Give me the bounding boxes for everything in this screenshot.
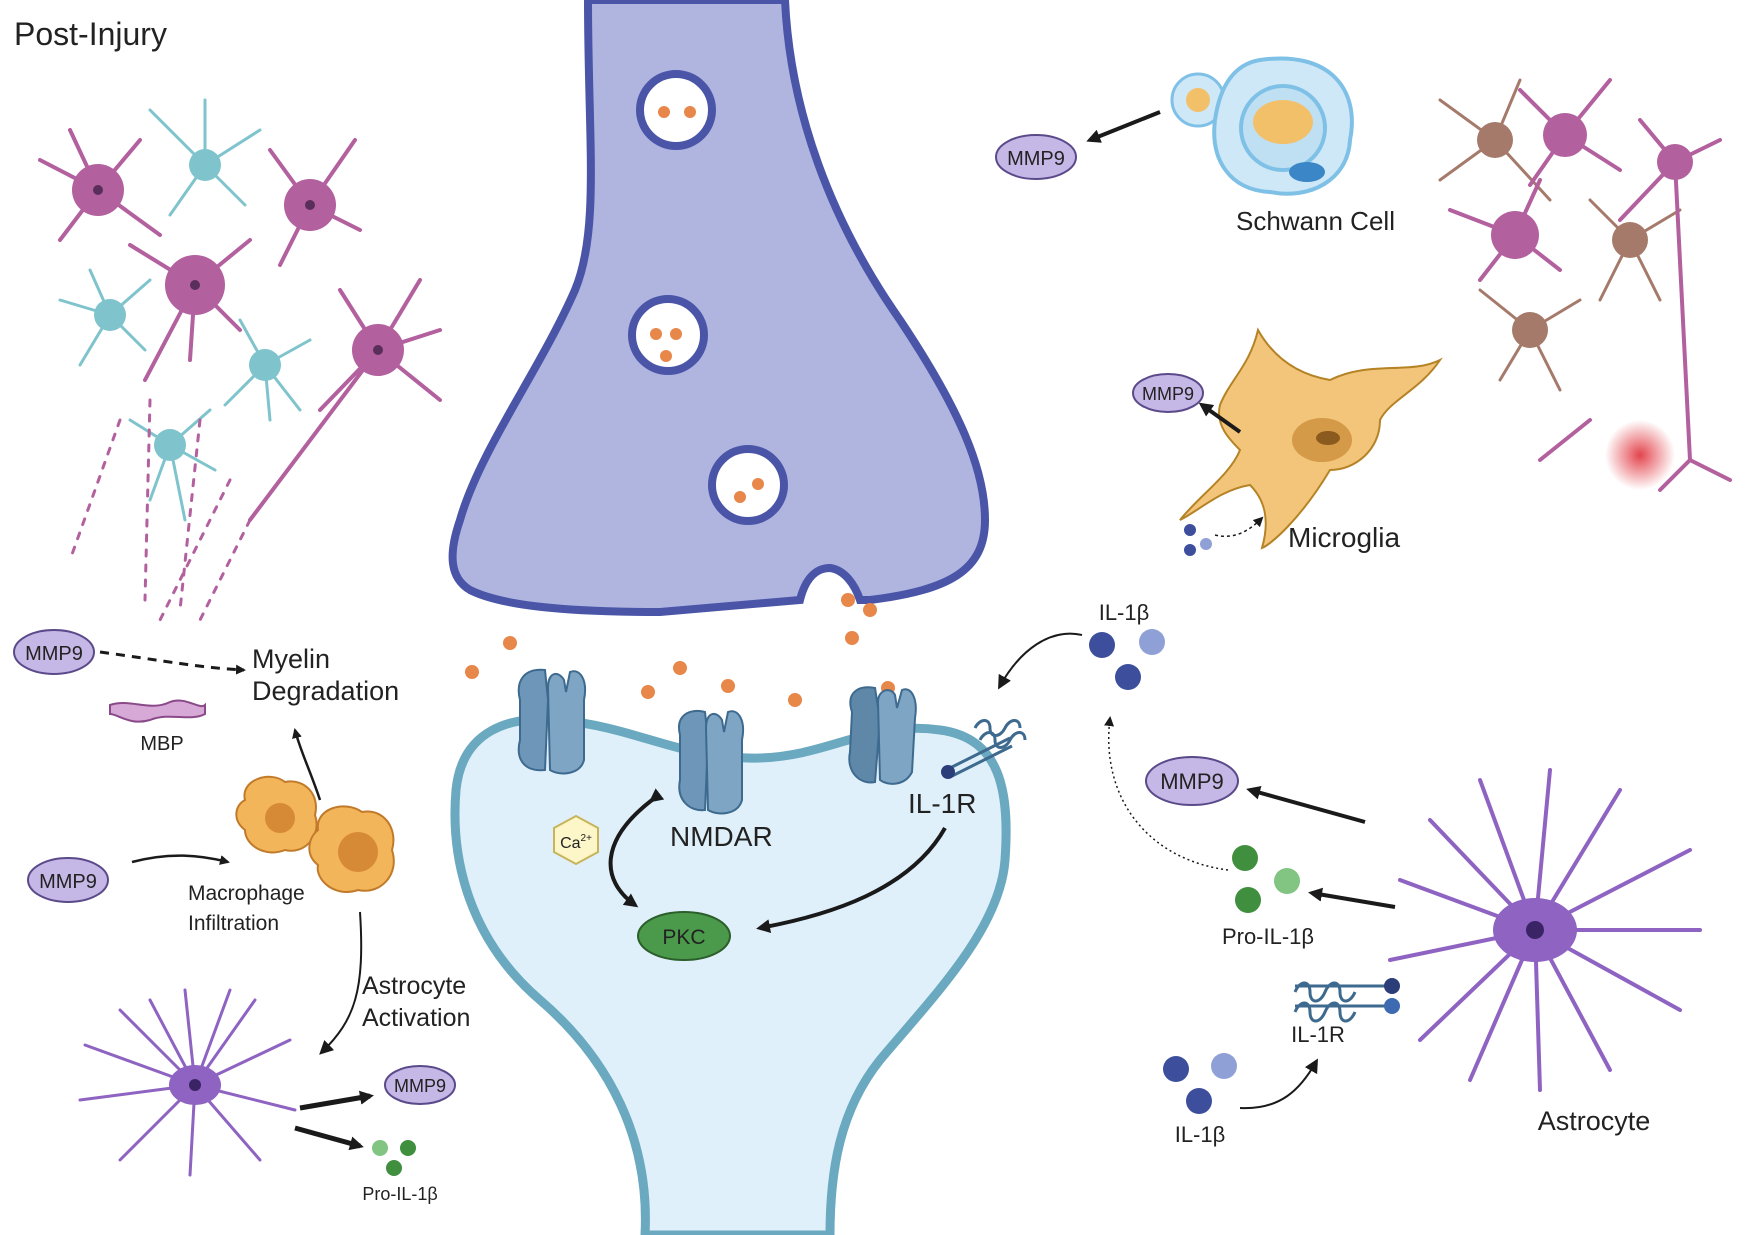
mbp-protein-icon — [109, 699, 206, 723]
il1r-receptor — [1293, 978, 1400, 1023]
il1r-receptor — [941, 719, 1027, 779]
mmp9-label: MMP9 — [1142, 384, 1194, 404]
il1b-to-microglia-arrow — [1214, 516, 1264, 537]
receptor-channel — [517, 668, 586, 775]
receptor-channel — [848, 686, 917, 785]
mmp9-badge: MMP9 — [27, 857, 109, 903]
il1r-pkc-arrow — [756, 827, 947, 934]
pro-il1b-to-il1b-arrow — [1104, 716, 1229, 871]
microglia-to-mmp9-arrow — [1198, 402, 1242, 434]
il1b-top-label: IL-1β — [1099, 600, 1150, 625]
calcium-label: Ca2+ — [560, 833, 592, 852]
macrophage-cell — [235, 775, 318, 854]
pro-il1b-right-label: Pro-IL-1β — [1222, 924, 1314, 949]
synaptic-vesicle — [628, 295, 708, 375]
synaptic-vesicle — [708, 445, 788, 525]
mmp9-to-macrophage-arrow — [131, 854, 230, 865]
neuron-glia-network — [38, 98, 442, 622]
mmp9-badge: MMP9 — [13, 629, 95, 675]
pkc-label: PKC — [662, 926, 705, 949]
mmp9-badge: MMP9 — [1132, 373, 1204, 413]
astrocyte-cell — [78, 988, 297, 1177]
mbp-label: MBP — [140, 733, 183, 755]
nmdar-pkc-arrow — [608, 788, 665, 908]
il1r-center-label: IL-1R — [908, 788, 976, 819]
astrocyte-to-pro-il1b-arrow — [294, 1125, 364, 1151]
astrocyte-cell — [1388, 768, 1702, 1092]
il1b-molecules — [1089, 629, 1165, 690]
nmdar-channel — [678, 710, 744, 815]
nmdar-label: NMDAR — [670, 821, 773, 852]
mmp9-to-myelin-arrow — [99, 650, 246, 675]
macrophage-to-astrocyte-arrow — [319, 911, 363, 1055]
astrocyte-activation-label: Astrocyte Activation — [362, 972, 473, 1032]
mmp9-badge: MMP9 — [1145, 756, 1239, 806]
myelin-degradation-label: Myelin Degradation — [252, 644, 399, 706]
page-title: Post-Injury — [14, 16, 167, 52]
pro-il1b-left-label: Pro-IL-1β — [362, 1184, 437, 1204]
schwann-to-mmp9-arrow — [1086, 110, 1161, 143]
astrocyte-label: Astrocyte — [1538, 1106, 1651, 1136]
mmp9-label: MMP9 — [394, 1076, 446, 1096]
pro-il1b-molecules — [1232, 845, 1300, 913]
neurotransmitter-molecules — [465, 593, 895, 707]
il1r-right-label: IL-1R — [1291, 1022, 1345, 1047]
il1b-bottom-label: IL-1β — [1175, 1122, 1226, 1147]
calcium-ion-icon: Ca2+ — [553, 814, 599, 866]
macrophage-cell — [308, 805, 395, 893]
mmp9-label: MMP9 — [39, 871, 97, 893]
il1b-to-il1r-arrow — [998, 632, 1083, 690]
astrocyte-to-mmp9-right-arrow — [1246, 785, 1366, 824]
il1b-molecules-small — [1184, 524, 1212, 556]
mmp9-label: MMP9 — [1160, 769, 1224, 794]
schwann-cell-label: Schwann Cell — [1236, 206, 1395, 236]
pro-il1b-molecules — [372, 1140, 416, 1176]
astrocyte-to-pro-il1b-arrow — [1308, 887, 1396, 909]
il1b-to-il1r-right-arrow — [1239, 1058, 1318, 1110]
microglia-label: Microglia — [1288, 522, 1400, 553]
il1b-molecules — [1163, 1053, 1237, 1114]
pkc-node: PKC — [637, 911, 731, 961]
microglia-cell — [1179, 327, 1443, 550]
synaptic-vesicle — [636, 70, 716, 150]
mmp9-badge: MMP9 — [384, 1065, 456, 1105]
mmp9-label: MMP9 — [25, 643, 83, 665]
mmp9-badge: MMP9 — [995, 134, 1077, 180]
presynaptic-terminal — [448, 0, 990, 617]
macrophage-infiltration-label: Macrophage Infiltration — [188, 882, 311, 935]
schwann-cell — [1170, 56, 1354, 196]
astrocyte-to-mmp9-arrow — [299, 1090, 374, 1111]
neuron-cluster — [1438, 78, 1732, 492]
mmp9-label: MMP9 — [1007, 148, 1065, 170]
macrophage-to-myelin-arrow — [292, 728, 322, 801]
